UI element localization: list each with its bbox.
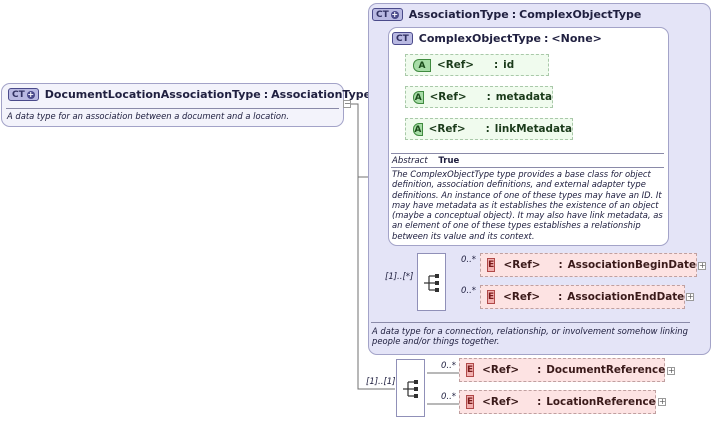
element-association-begin-date[interactable]: E <Ref> : AssociationBeginDate <box>480 253 697 277</box>
attribute-icon: A <box>413 90 424 104</box>
expand-button[interactable]: + <box>698 261 706 270</box>
attribute-icon: A <box>413 122 423 136</box>
attribute-icon: A <box>413 58 431 72</box>
divider <box>6 108 339 109</box>
complex-object-type-title: ComplexObjectType:<None> <box>418 32 602 45</box>
collapse-button[interactable]: − <box>343 99 351 108</box>
association-type-title: AssociationType:ComplexObjectType <box>408 8 642 21</box>
abstract-property: Abstract True <box>392 156 460 166</box>
element-association-end-date[interactable]: E <Ref> : AssociationEndDate <box>480 285 685 309</box>
sequence-icon <box>403 380 418 398</box>
element-icon: E <box>466 363 475 377</box>
element-cardinality: 0..* <box>461 255 477 265</box>
element-cardinality: 0..* <box>441 392 457 402</box>
expand-marker-icon: + <box>390 9 399 19</box>
attribute-metadata[interactable]: A <Ref> : metadata <box>405 86 553 108</box>
main-type-documentation: A data type for an association between a… <box>7 111 290 121</box>
main-complex-type: CT+ DocumentLocationAssociationType:Asso… <box>1 83 371 127</box>
complex-type-icon: CT+ <box>8 88 39 101</box>
element-cardinality: 0..* <box>461 286 477 296</box>
complex-object-type-header: CT ComplexObjectType:<None> <box>392 32 602 45</box>
expand-button[interactable]: + <box>667 366 675 375</box>
complex-type-icon: CT <box>392 32 413 45</box>
element-icon: E <box>466 395 475 409</box>
attribute-id[interactable]: A <Ref> : id <box>405 54 549 76</box>
divider <box>391 167 664 168</box>
expand-button[interactable]: + <box>658 397 666 406</box>
sequence-compositor[interactable] <box>417 253 446 311</box>
sequence-compositor[interactable] <box>396 359 425 417</box>
expand-button[interactable]: + <box>686 292 694 301</box>
association-type-documentation: A data type for a connection, relationsh… <box>372 326 688 347</box>
element-icon: E <box>487 258 496 272</box>
main-type-header: CT+ DocumentLocationAssociationType:Asso… <box>8 88 371 101</box>
association-type-header: CT+ AssociationType:ComplexObjectType <box>372 8 641 21</box>
divider <box>391 153 664 154</box>
complex-object-type-documentation: The ComplexObjectType type provides a ba… <box>392 169 663 241</box>
element-document-reference[interactable]: E <Ref> : DocumentReference <box>459 358 665 382</box>
sequence-cardinality: [1]..[*] <box>385 272 414 282</box>
divider <box>371 322 690 323</box>
complex-type-icon: CT+ <box>372 8 403 21</box>
sequence-cardinality: [1]..[1] <box>366 377 396 387</box>
element-location-reference[interactable]: E <Ref> : LocationReference <box>459 390 656 414</box>
expand-marker-icon: + <box>26 89 35 99</box>
sequence-icon <box>424 274 439 292</box>
element-icon: E <box>487 290 496 304</box>
main-type-title: DocumentLocationAssociationType:Associat… <box>44 88 372 101</box>
attribute-link-metadata[interactable]: A <Ref> : linkMetadata <box>405 118 573 140</box>
element-cardinality: 0..* <box>441 361 457 371</box>
